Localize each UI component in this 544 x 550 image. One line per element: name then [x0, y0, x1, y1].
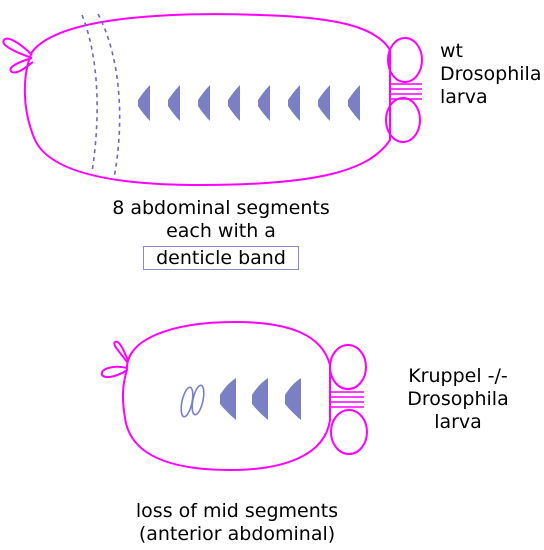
denticle-band	[198, 85, 210, 121]
wt-larva	[2, 13, 423, 187]
kruppel-head-tuft	[100, 340, 129, 379]
wt-caption: 8 abdominal segments each with a denticl…	[104, 197, 338, 270]
wt-label-line: wt	[440, 40, 463, 62]
wt-posterior-lobe-bottom	[385, 97, 421, 143]
denticle-band	[288, 85, 300, 121]
wt-caption-line: each with a	[166, 220, 276, 242]
kruppel-posterior-lobe-bottom	[330, 409, 368, 455]
denticle-band-box: denticle band	[143, 246, 299, 270]
denticle-band	[252, 378, 268, 420]
denticle-band	[348, 85, 360, 121]
kruppel-label-line: Drosophila	[407, 388, 509, 410]
wt-posterior-lobe-top	[387, 37, 423, 83]
denticle-band	[168, 85, 180, 121]
kruppel-head-oval-right	[191, 384, 205, 416]
wt-label-line: larva	[440, 86, 488, 108]
denticle-band	[318, 85, 330, 121]
kruppel-caption-line: loss of mid segments	[135, 500, 339, 522]
kruppel-larva-body-outline	[121, 320, 331, 472]
wt-posterior-spiracle-lines	[390, 83, 422, 100]
denticle-band	[220, 378, 236, 420]
wt-larva-label: wt Drosophila larva	[440, 40, 541, 109]
wt-denticle-bands	[138, 85, 360, 121]
denticle-band	[138, 85, 150, 121]
kruppel-larva	[100, 320, 368, 472]
wt-label-line: Drosophila	[440, 63, 542, 85]
denticle-band	[228, 85, 240, 121]
kruppel-denticle-bands	[220, 378, 301, 420]
kruppel-posterior-spiracle-lines	[330, 391, 364, 408]
wt-larva-body-outline	[23, 13, 391, 187]
kruppel-caption: loss of mid segments (anterior abdominal…	[110, 500, 364, 546]
kruppel-larva-label: Kruppel -/- Drosophila larva	[396, 365, 520, 434]
kruppel-posterior-lobe-top	[329, 344, 367, 390]
wt-head-tuft	[2, 37, 34, 74]
wt-caption-line: 8 abdominal segments	[112, 197, 330, 219]
kruppel-caption-line: (anterior abdominal)	[138, 523, 336, 545]
kruppel-label-line: larva	[434, 411, 482, 433]
wt-head-dashed-line-1	[81, 14, 98, 173]
denticle-band	[258, 85, 270, 121]
wt-head-dashed-line-2	[97, 13, 121, 179]
kruppel-label-line: Kruppel -/-	[408, 365, 508, 387]
denticle-band	[285, 378, 301, 420]
